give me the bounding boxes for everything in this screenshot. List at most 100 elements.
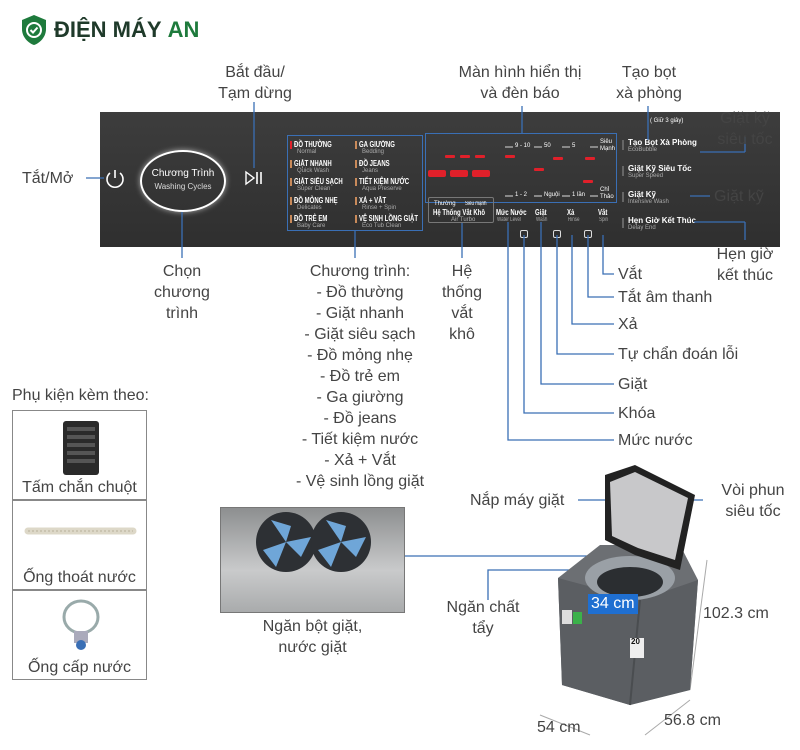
- display-led: [460, 155, 470, 158]
- tub-diameter: 34 cm: [588, 594, 638, 614]
- function-button-sub: Intensive Wash: [628, 199, 669, 205]
- program-button[interactable]: XẢ + VẮT: [359, 195, 387, 205]
- program-button[interactable]: GIẶT NHANH: [294, 158, 332, 168]
- shield-check-icon: [22, 15, 46, 45]
- brand-logo: ĐIỆN MÁY AN: [20, 14, 199, 46]
- display-led: [505, 155, 515, 158]
- program-button[interactable]: TIẾT KIỆM NƯỚC: [359, 177, 410, 186]
- program-sub: Baby Care: [297, 223, 326, 229]
- lock-icon: [520, 230, 528, 238]
- label-detergent-drawer: Ngăn bột giặt,nước giặt: [262, 618, 363, 656]
- accessory-rat-guard: Tấm chắn chuột: [12, 410, 147, 500]
- program-marker: [290, 159, 292, 168]
- display-indicator: [450, 170, 468, 177]
- program-marker: [355, 196, 357, 205]
- program-list-box: [287, 135, 423, 231]
- display-dash: [534, 146, 542, 148]
- dial-title: Chương Trình: [151, 168, 215, 179]
- program-list-item: - Giặt nhanh: [315, 305, 405, 322]
- air-turbo-button[interactable]: Thường Siêu mạnh Hệ Thống Vắt Khô Air Tu…: [428, 197, 494, 223]
- program-sub: Bedding: [362, 149, 385, 155]
- play-pause-icon[interactable]: [244, 170, 264, 186]
- display-top-label: 50: [544, 143, 551, 149]
- panel-button-sub: Water Level: [497, 217, 521, 223]
- mute-icon: [584, 230, 592, 238]
- function-button[interactable]: Hẹn Giờ Kết Thúc: [628, 216, 696, 225]
- program-marker: [290, 178, 292, 186]
- label-function: Khóa: [618, 405, 656, 422]
- program-marker: [290, 141, 292, 149]
- function-button[interactable]: Tạo Bọt Xà Phòng: [628, 138, 697, 147]
- program-sub: Delicates: [297, 204, 322, 211]
- program-marker: [290, 215, 292, 223]
- cycle-dial[interactable]: Chương Trình Washing Cycles: [140, 150, 226, 212]
- fan-icon: [256, 512, 371, 572]
- program-sub: Aqua Preserve: [362, 186, 402, 192]
- panel-button-sub: Spin: [599, 217, 609, 223]
- program-button[interactable]: ĐỒ MỎNG NHẸ: [294, 195, 338, 205]
- display-bottom-label: 1 - 2: [515, 192, 528, 198]
- button-divider: [622, 140, 624, 150]
- program-sub: Jeans: [362, 167, 379, 174]
- program-marker: [355, 141, 357, 149]
- display-bottom-label: Chỉ Thảo: [600, 187, 614, 200]
- panel-button[interactable]: Vắt: [598, 208, 608, 217]
- display-indicator: [428, 170, 446, 177]
- air-turbo-opt1: Thường: [434, 201, 456, 207]
- panel-button[interactable]: Xả: [567, 208, 575, 217]
- display-dash: [590, 146, 598, 148]
- program-sub: Super Clean: [297, 186, 331, 192]
- function-button-sub: EcoBubble: [628, 147, 658, 153]
- display-dash: [562, 146, 570, 148]
- program-button[interactable]: VỆ SINH LỒNG GIẶT: [359, 214, 419, 223]
- panel-button[interactable]: Mức Nước: [496, 208, 527, 217]
- display-indicator: [472, 170, 490, 177]
- program-list-item: - Giặt siêu sạch: [304, 326, 416, 343]
- label-intensive: Giặt kỹ: [714, 188, 764, 205]
- program-sub: Normal: [297, 149, 317, 155]
- diagnosis-icon: [553, 230, 561, 238]
- program-marker: [355, 215, 357, 223]
- air-turbo-opt2: Siêu mạnh: [465, 201, 487, 207]
- accessory-inlet-hose: Ống cấp nước: [12, 590, 147, 680]
- accessory-drain-hose: Ống thoát nước: [12, 500, 147, 590]
- program-button[interactable]: GIẶT SIÊU SẠCH: [294, 177, 343, 186]
- program-sub: Quick Wash: [297, 167, 330, 174]
- program-list-item: - Vệ sinh lồng giặt: [295, 473, 425, 490]
- program-sub: Rinse + Spin: [362, 204, 397, 211]
- display-top-label: 9 - 10: [515, 143, 531, 149]
- power-icon[interactable]: [104, 168, 126, 190]
- air-turbo-title: Hệ Thống Vắt Khô: [433, 208, 485, 217]
- program-sub: Eco Tub Clean: [362, 223, 402, 229]
- display-led: [585, 157, 595, 160]
- program-button[interactable]: ĐỒ THƯỜNG: [294, 140, 332, 149]
- display-dash: [534, 195, 542, 197]
- label-function: Xả: [618, 316, 638, 333]
- display-top-label: Siêu Mạnh: [600, 139, 616, 152]
- display-dash: [505, 146, 513, 148]
- panel-button[interactable]: Giặt: [535, 208, 547, 217]
- program-list-item: - Xả + Vắt: [324, 452, 396, 469]
- display-dash: [505, 195, 513, 197]
- hold-note: ( Giữ 3 giây): [650, 118, 684, 124]
- label-programs: Chương trình:- Đồ thường- Giặt nhanh- Gi…: [280, 261, 440, 492]
- function-button[interactable]: Giặt Kỹ Siêu Tốc: [628, 164, 692, 173]
- label-function: Mức nước: [618, 432, 693, 449]
- label-function: Tự chẩn đoán lỗi: [618, 346, 739, 363]
- display-led: [553, 157, 563, 160]
- program-button[interactable]: ĐỒ TRẺ EM: [294, 214, 328, 223]
- program-marker: [355, 178, 357, 186]
- accessory-label: Ống cấp nước: [27, 659, 132, 676]
- program-button[interactable]: GA GIƯỜNG: [359, 140, 395, 149]
- program-button[interactable]: ĐỒ JEANS: [359, 158, 390, 168]
- rat-guard-icon: [63, 421, 99, 475]
- function-button[interactable]: Giặt Kỹ: [628, 190, 657, 199]
- program-list-item: - Đồ trẻ em: [319, 368, 400, 385]
- washing-machine-image: [558, 465, 698, 706]
- label-function: Vắt: [618, 266, 643, 283]
- function-button-sub: Delay End: [628, 225, 656, 231]
